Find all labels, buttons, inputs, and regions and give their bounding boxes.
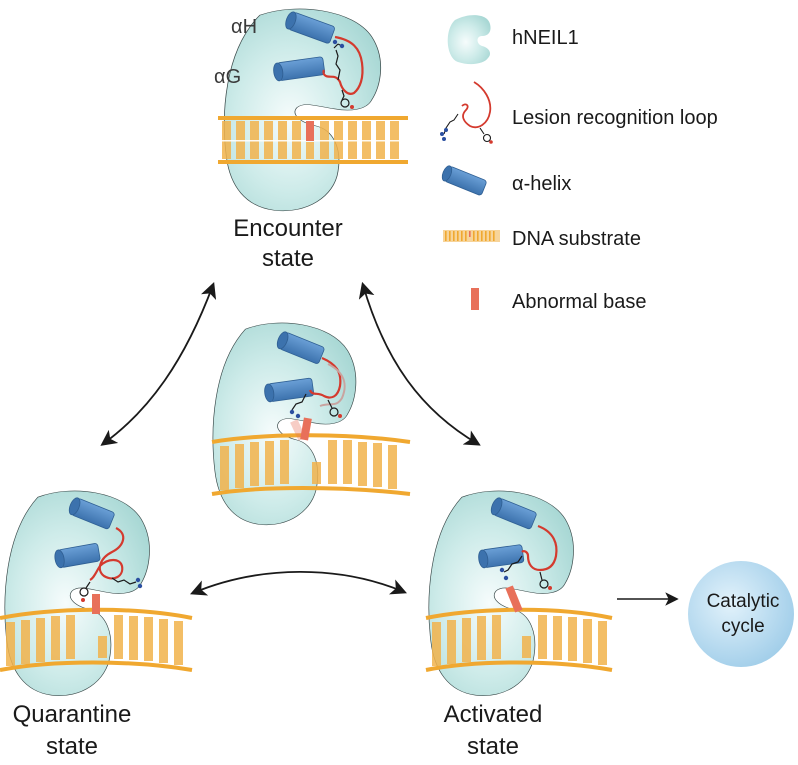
catalytic-cycle-circle	[688, 561, 794, 667]
abnormal-base	[306, 121, 314, 141]
arrows	[100, 281, 679, 606]
lesion-recognition-loop	[521, 524, 558, 572]
quarantine-state-label-line2: state	[46, 733, 98, 760]
encounter-state-label-line2: state	[262, 245, 314, 272]
legend-label-helix: α-helix	[512, 173, 571, 195]
legend: hNEIL1 Lesion recognition loop α-helix	[440, 15, 718, 313]
helix-1	[68, 497, 115, 530]
abnormal-base	[300, 417, 312, 441]
lesion-recognition-loop	[322, 35, 364, 95]
activated-state-label-line2: state	[467, 733, 519, 760]
residue-side-chains	[333, 43, 345, 101]
dna-substrate	[211, 433, 411, 496]
activated-state	[425, 490, 613, 697]
helix-2	[54, 543, 101, 569]
arrow-encounter-quarantine	[100, 281, 217, 446]
loop-icon	[440, 81, 493, 144]
abnormal-base	[92, 594, 100, 614]
legend-label-abnormal-base: Abnormal base	[512, 291, 647, 313]
intermediate-state	[211, 322, 411, 526]
legend-label-dna: DNA substrate	[512, 228, 641, 250]
helix-alpha-h	[285, 11, 335, 44]
catalytic-cycle-label-line1: Catalytic	[707, 591, 780, 612]
protein-icon	[447, 15, 491, 65]
helix-label-ag: αG	[214, 66, 241, 88]
helix-icon	[441, 165, 487, 196]
arrow-encounter-activated	[358, 281, 481, 446]
dna-substrate	[218, 116, 408, 164]
activated-state-label-line1: Activated	[444, 701, 543, 728]
helix-alpha-g	[273, 56, 326, 82]
abnormal-base	[505, 585, 523, 613]
legend-label-hneil1: hNEIL1	[512, 27, 579, 49]
helix-2	[264, 377, 315, 403]
helix-1	[490, 497, 537, 530]
protein-body	[212, 322, 357, 526]
helix-label-ah: αH	[231, 16, 257, 38]
dna-icon	[443, 230, 500, 242]
quarantine-state	[0, 490, 193, 697]
lesion-recognition-loop	[89, 527, 125, 581]
catalytic-cycle-label-line2: cycle	[721, 616, 764, 637]
protein-body	[223, 8, 382, 212]
lesion-recognition-loop-ghost	[319, 363, 346, 407]
legend-label-loop: Lesion recognition loop	[512, 107, 718, 129]
helix-1	[276, 331, 325, 364]
helix-2	[478, 544, 525, 569]
quarantine-state-label-line1: Quarantine	[13, 701, 132, 728]
encounter-state-label-line1: Encounter	[233, 215, 342, 242]
encounter-state: αH αG	[214, 8, 408, 212]
abnormal-base-icon	[471, 288, 479, 310]
arrow-quarantine-activated	[190, 571, 407, 596]
